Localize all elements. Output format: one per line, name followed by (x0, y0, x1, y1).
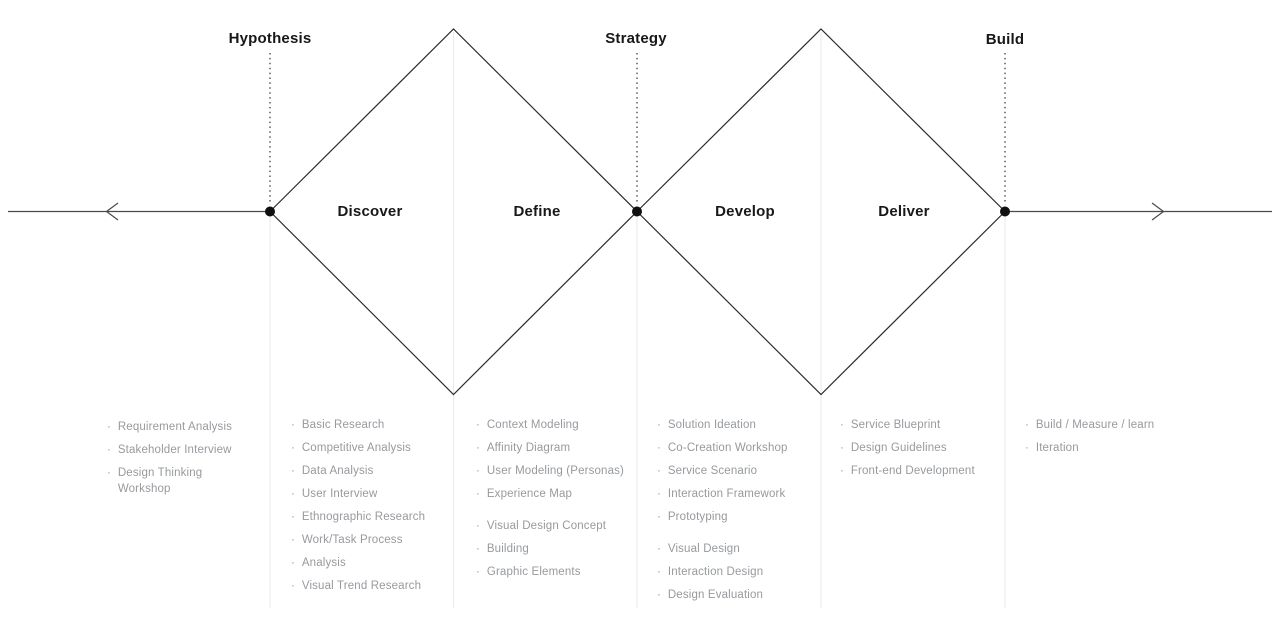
activity-column-post-build: Build / Measure / learn Iteration (1025, 417, 1195, 463)
list-item: Visual Design Concept (476, 518, 646, 534)
list-item: Experience Map (476, 486, 646, 502)
list-item: Interaction Framework (657, 486, 827, 502)
activity-group: Visual Design Interaction Design Design … (657, 541, 827, 603)
bullet-dot-icon (476, 463, 480, 479)
bullet-dot-icon (1025, 417, 1029, 433)
milestone-dot-strategy (632, 206, 642, 217)
bullet-dot-icon (476, 518, 480, 534)
list-item: Visual Trend Research (291, 578, 461, 594)
activity-group: Requirement Analysis Stakeholder Intervi… (107, 419, 237, 497)
bullet-dot-icon (476, 564, 480, 580)
bullet-dot-icon (291, 463, 295, 479)
list-item: Service Scenario (657, 463, 827, 479)
phase-label-define: Define (513, 203, 561, 220)
bullet-dot-icon (657, 463, 661, 479)
bullet-dot-icon (840, 463, 844, 479)
list-item: Data Analysis (291, 463, 461, 479)
bullet-dot-icon (657, 509, 661, 525)
list-item: Prototyping (657, 509, 827, 525)
list-item: Interaction Design (657, 564, 827, 580)
bullet-dot-icon (291, 440, 295, 456)
bullet-dot-icon (107, 442, 111, 458)
list-item: Analysis (291, 555, 461, 571)
left-arrowhead-icon (105, 202, 119, 221)
activity-group: Visual Design Concept Building Graphic E… (476, 518, 646, 580)
list-item: Iteration (1025, 440, 1195, 456)
bullet-dot-icon (291, 417, 295, 433)
activity-group: Service Blueprint Design Guidelines Fron… (840, 417, 1010, 479)
bullet-dot-icon (291, 509, 295, 525)
list-item: Service Blueprint (840, 417, 1010, 433)
bullet-dot-icon (291, 555, 295, 571)
list-item: User Modeling (Personas) (476, 463, 646, 479)
activity-group: Basic Research Competitive Analysis Data… (291, 417, 461, 594)
bullet-dot-icon (657, 564, 661, 580)
activity-group: Context Modeling Affinity Diagram User M… (476, 417, 646, 502)
bullet-dot-icon (476, 440, 480, 456)
bullet-dot-icon (657, 587, 661, 603)
activity-column-discover: Basic Research Competitive Analysis Data… (291, 417, 461, 601)
bullet-dot-icon (291, 578, 295, 594)
list-item: Solution Ideation (657, 417, 827, 433)
milestone-dot-build (1000, 206, 1010, 217)
list-item: Build / Measure / learn (1025, 417, 1195, 433)
activity-column-develop: Solution Ideation Co-Creation Workshop S… (657, 417, 827, 610)
phase-label-develop: Develop (715, 203, 775, 220)
bullet-dot-icon (291, 532, 295, 548)
list-item: User Interview (291, 486, 461, 502)
right-arrowhead-icon (1151, 202, 1165, 221)
bullet-dot-icon (476, 541, 480, 557)
bullet-dot-icon (107, 419, 111, 435)
list-item: Requirement Analysis (107, 419, 237, 435)
bullet-dot-icon (657, 541, 661, 557)
list-item: Visual Design (657, 541, 827, 557)
list-item: Design Evaluation (657, 587, 827, 603)
bullet-dot-icon (840, 440, 844, 456)
list-item: Affinity Diagram (476, 440, 646, 456)
list-item: Design Guidelines (840, 440, 1010, 456)
bullet-dot-icon (1025, 440, 1029, 456)
list-item: Building (476, 541, 646, 557)
list-item: Stakeholder Interview (107, 442, 237, 458)
activity-column-deliver: Service Blueprint Design Guidelines Fron… (840, 417, 1010, 486)
list-item: Work/Task Process (291, 532, 461, 548)
list-item: Ethnographic Research (291, 509, 461, 525)
phase-label-discover: Discover (337, 203, 403, 220)
activity-group: Build / Measure / learn Iteration (1025, 417, 1195, 456)
milestone-label-hypothesis: Hypothesis (228, 30, 312, 47)
list-item: Front-end Development (840, 463, 1010, 479)
bullet-dot-icon (476, 486, 480, 502)
list-item: Basic Research (291, 417, 461, 433)
bullet-dot-icon (657, 486, 661, 502)
bullet-dot-icon (291, 486, 295, 502)
list-item: Context Modeling (476, 417, 646, 433)
bullet-dot-icon (657, 440, 661, 456)
activity-column-pre-hypothesis: Requirement Analysis Stakeholder Intervi… (107, 419, 237, 504)
list-item: Graphic Elements (476, 564, 646, 580)
milestone-dot-hypothesis (265, 206, 275, 217)
activity-column-define: Context Modeling Affinity Diagram User M… (476, 417, 646, 587)
list-item: Design Thinking Workshop (107, 465, 237, 497)
bullet-dot-icon (107, 465, 111, 497)
bullet-dot-icon (476, 417, 480, 433)
bullet-dot-icon (657, 417, 661, 433)
milestone-label-strategy: Strategy (605, 30, 667, 47)
milestone-label-build: Build (985, 31, 1025, 48)
list-item: Competitive Analysis (291, 440, 461, 456)
list-item: Co-Creation Workshop (657, 440, 827, 456)
bullet-dot-icon (840, 417, 844, 433)
phase-label-deliver: Deliver (878, 203, 930, 220)
activity-group: Solution Ideation Co-Creation Workshop S… (657, 417, 827, 525)
